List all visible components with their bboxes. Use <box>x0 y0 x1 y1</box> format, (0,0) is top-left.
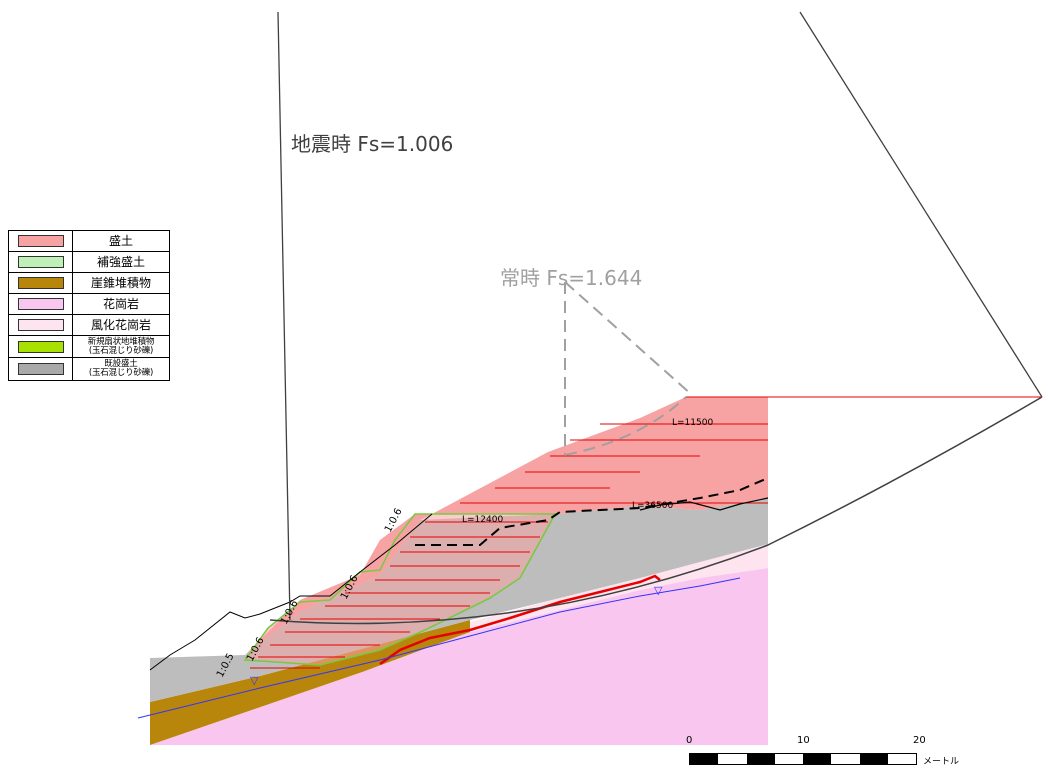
scale-segment <box>775 754 803 764</box>
legend-divider <box>72 252 73 272</box>
legend-divider <box>72 231 73 251</box>
anchor-length-top: L=11500 <box>672 418 713 428</box>
normal-fs-label: 常時 Fs=1.644 <box>500 266 642 290</box>
granite-layer <box>150 568 768 745</box>
scale-segment <box>803 754 832 764</box>
seismic-slip-arc <box>269 396 1043 625</box>
legend-swatch <box>18 340 64 353</box>
legend-divider <box>72 273 73 293</box>
legend-divider <box>72 294 73 314</box>
ground-crest-line <box>639 497 769 511</box>
legend-item-embankment: 盛土 <box>9 231 169 252</box>
legend-item-alluvial-fan: 新規扇状地堆積物 (玉石混じり砂礫) <box>9 336 169 358</box>
legend: 盛土 補強盛土 崖錐堆積物 花崗岩 風化花崗岩 新規扇状地堆積物 (玉石混じり砂… <box>8 230 170 381</box>
legend-swatch <box>18 319 64 331</box>
legend-label: 補強盛土 <box>96 254 145 269</box>
scale-tick-0: 0 <box>686 735 693 746</box>
water-level-mark-right: ▽ <box>654 584 663 597</box>
legend-divider <box>72 358 73 380</box>
anchor-length-lower: L=12400 <box>462 515 503 525</box>
legend-swatch <box>18 256 64 268</box>
legend-label-line1: 既設盛土 <box>104 359 138 370</box>
scale-tick-10: 10 <box>797 735 810 746</box>
scale-segment <box>888 754 916 764</box>
scale-segment <box>718 754 746 764</box>
legend-label: 盛土 <box>108 233 133 248</box>
legend-label: 既設盛土 (玉石混じり砂礫) <box>73 360 169 378</box>
legend-divider <box>72 315 73 335</box>
scale-segment <box>859 754 888 764</box>
talus-deposit-layer <box>150 620 470 745</box>
existing-ground-dashed <box>415 477 769 546</box>
legend-swatch <box>18 363 64 375</box>
scale-segment <box>746 754 775 764</box>
legend-swatch <box>18 277 64 289</box>
legend-item-reinforced: 補強盛土 <box>9 252 169 273</box>
legend-swatch <box>18 235 64 247</box>
critical-slip-surface-red <box>379 574 661 666</box>
legend-label-line2: (玉石混じり砂礫) <box>88 368 154 378</box>
scale-unit-label: メートル <box>923 757 960 767</box>
legend-label-line1: 新規扇状地堆積物 <box>87 336 155 347</box>
legend-label: 風化花崗岩 <box>90 317 151 332</box>
legend-item-existing-embankment: 既設盛土 (玉石混じり砂礫) <box>9 358 169 380</box>
original-ground-line <box>149 513 433 671</box>
scale-tick-20: 20 <box>913 735 926 746</box>
seismic-fs-label: 地震時 Fs=1.006 <box>291 132 453 156</box>
legend-label-line2: (玉石混じり砂礫) <box>88 345 154 356</box>
normal-slip-circle <box>564 281 693 456</box>
legend-item-weathered-granite: 風化花崗岩 <box>9 315 169 336</box>
scale-segment <box>690 754 719 764</box>
legend-label: 崖錐堆積物 <box>90 275 151 290</box>
legend-divider <box>72 336 73 357</box>
legend-label: 新規扇状地堆積物 (玉石混じり砂礫) <box>73 336 169 356</box>
legend-item-talus: 崖錐堆積物 <box>9 273 169 294</box>
scale-segment <box>831 754 859 764</box>
seismic-radius-right <box>799 11 1043 398</box>
seismic-radius-left <box>277 11 291 621</box>
groundwater-line <box>137 577 741 719</box>
reinforcement-lines <box>250 423 768 669</box>
anchor-length-mid: L=36500 <box>632 501 673 511</box>
legend-item-granite: 花崗岩 <box>9 294 169 315</box>
legend-label: 花崗岩 <box>102 296 139 311</box>
scale-bar-graphic <box>689 753 917 765</box>
water-level-mark-left: ▽ <box>250 674 259 687</box>
legend-swatch <box>18 298 64 310</box>
